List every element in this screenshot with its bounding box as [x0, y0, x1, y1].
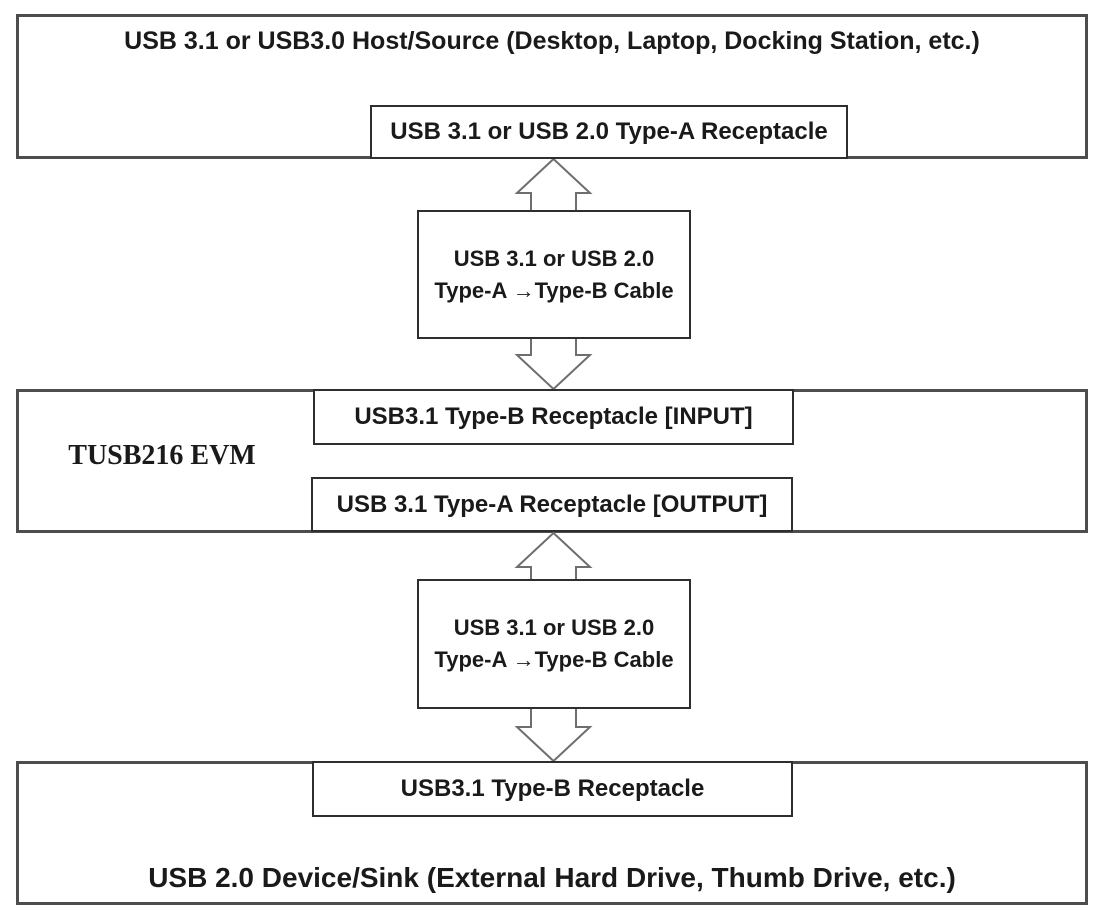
- tusb216-evm-label: TUSB216 EVM: [68, 440, 256, 471]
- cable-box-1: USB 3.1 or USB 2.0 Type-A →Type-B Cable: [417, 210, 691, 339]
- device-sink-box: USB3.1 Type-B Receptacle USB 2.0 Device/…: [16, 761, 1088, 905]
- evm-output-receptacle-label: USB 3.1 Type-A Receptacle [OUTPUT]: [336, 490, 768, 518]
- evm-input-receptacle-box: USB3.1 Type-B Receptacle [INPUT]: [313, 389, 794, 445]
- cable1-line1: USB 3.1 or USB 2.0: [453, 245, 655, 271]
- host-type-a-receptacle-box: USB 3.1 or USB 2.0 Type-A Receptacle: [370, 105, 848, 159]
- device-type-b-receptacle-label: USB3.1 Type-B Receptacle: [400, 775, 705, 802]
- tusb216-evm-box: TUSB216 EVM USB3.1 Type-B Receptacle [IN…: [16, 389, 1088, 533]
- evm-input-receptacle-label: USB3.1 Type-B Receptacle [INPUT]: [354, 403, 753, 430]
- device-sink-title: USB 2.0 Device/Sink (External Hard Drive…: [148, 862, 956, 893]
- evm-output-receptacle-box: USB 3.1 Type-A Receptacle [OUTPUT]: [311, 477, 793, 532]
- cable2-line2: Type-A →Type-B Cable: [434, 647, 674, 672]
- host-source-box: USB 3.1 or USB3.0 Host/Source (Desktop, …: [16, 14, 1088, 159]
- cable2-line1: USB 3.1 or USB 2.0: [453, 615, 655, 640]
- cable-box-2: USB 3.1 or USB 2.0 Type-A →Type-B Cable: [417, 579, 691, 709]
- device-type-b-receptacle-box: USB3.1 Type-B Receptacle: [312, 761, 793, 817]
- cable1-line2: Type-A →Type-B Cable: [434, 277, 674, 303]
- host-source-title: USB 3.1 or USB3.0 Host/Source (Desktop, …: [124, 27, 980, 55]
- host-type-a-receptacle-label: USB 3.1 or USB 2.0 Type-A Receptacle: [390, 118, 828, 145]
